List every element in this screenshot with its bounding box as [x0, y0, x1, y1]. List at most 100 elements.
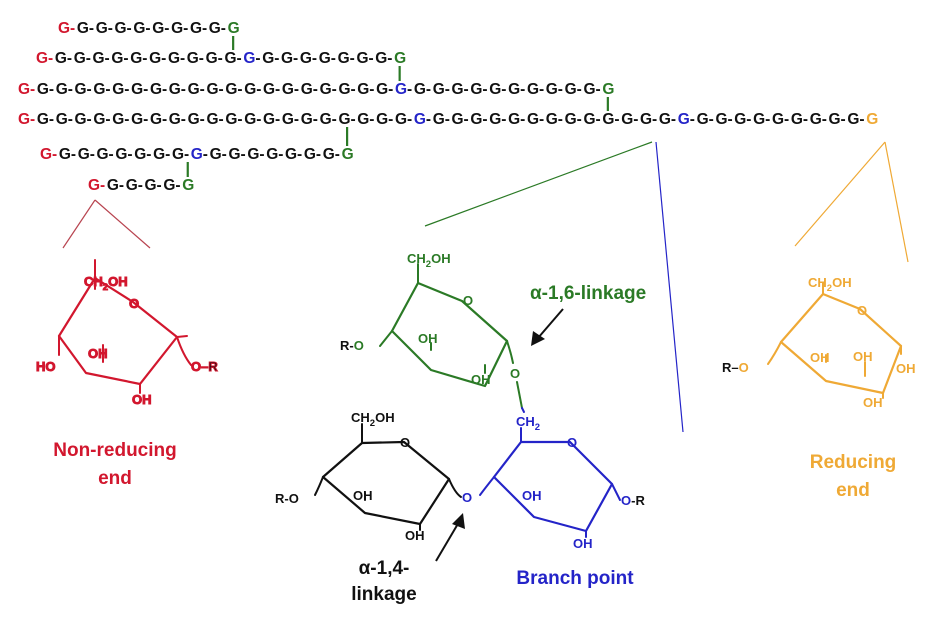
glycosidic-bond-dash: -: [52, 146, 57, 163]
glucose-unit: G: [452, 111, 464, 128]
glucose-unit: G: [187, 50, 199, 67]
glycosidic-bond-dash: -: [388, 111, 393, 128]
glycosidic-bond-dash: -: [100, 177, 105, 194]
glycosidic-bond-dash: -: [184, 146, 189, 163]
glycosidic-bond-dash: -: [388, 81, 393, 98]
glycosidic-bond-dash: -: [293, 50, 298, 67]
glucose-unit: G: [131, 111, 143, 128]
glycosidic-bond-dash: -: [275, 81, 280, 98]
non-reducing-glucose: CH2OH O HO OH OH O–R: [36, 259, 219, 408]
glycosidic-bond-dash: -: [200, 111, 205, 128]
glucose-unit: G: [74, 50, 86, 67]
glycosidic-bond-dash: -: [183, 20, 188, 37]
glycosidic-bond-dash: -: [143, 81, 148, 98]
glycosidic-bond-dash: -: [71, 146, 76, 163]
glucose-unit: G: [527, 111, 539, 128]
blue-oh-c2: OH: [573, 536, 593, 551]
glucose-unit: G: [452, 81, 464, 98]
glycosidic-bond-dash: -: [765, 111, 770, 128]
orange-oh-c2-upper: OH: [853, 349, 873, 364]
glucose-unit: G: [18, 111, 30, 128]
glucose-unit: G: [791, 111, 803, 128]
glucose-unit: G: [244, 81, 256, 98]
glycosidic-bond-dash: -: [275, 111, 280, 128]
glucose-unit: G: [55, 50, 67, 67]
glycosidic-bond-dash: -: [221, 20, 226, 37]
glycosidic-bond-dash: -: [294, 81, 299, 98]
glycosidic-bond-dash: -: [237, 81, 242, 98]
glucose-unit: G: [621, 111, 633, 128]
glucose-unit: G: [357, 81, 369, 98]
glucose-unit: G: [247, 146, 259, 163]
glycosidic-bond-dash: -: [407, 111, 412, 128]
glucose-unit: G: [508, 111, 520, 128]
glucose-unit: G: [112, 81, 124, 98]
glucose-unit: G: [414, 81, 426, 98]
connector-lines: [62, 141, 909, 433]
glycosidic-bond-dash: -: [841, 111, 846, 128]
glucose-unit: G: [470, 111, 482, 128]
glycosidic-bond-dash: -: [859, 111, 864, 128]
glucose-unit: G: [59, 146, 71, 163]
glycosidic-bond-dash: -: [219, 81, 224, 98]
glucose-unit: G: [163, 177, 175, 194]
connector-orange-left: [794, 141, 886, 247]
glucose-unit: G: [88, 177, 100, 194]
glycosidic-bond-dash: -: [312, 50, 317, 67]
glycosidic-bond-dash: -: [30, 111, 35, 128]
glucose-unit: G: [489, 111, 501, 128]
glycosidic-bond-dash: -: [138, 177, 143, 194]
non-reducing-label-line1: Non-reducing: [53, 440, 177, 461]
glucose-unit: G: [58, 20, 70, 37]
glycosidic-bond-dash: -: [162, 111, 167, 128]
glucose-unit: G: [470, 81, 482, 98]
glycosidic-bond-dash: -: [350, 50, 355, 67]
orange-oh-c1: OH: [896, 361, 916, 376]
glycosidic-bond-dash: -: [30, 81, 35, 98]
glucose-unit: G: [115, 146, 127, 163]
glycosidic-bond-dash: -: [165, 146, 170, 163]
glucose-unit: G: [300, 50, 312, 67]
branch-point-label: Branch point: [516, 568, 634, 589]
glycosidic-bond-dash: -: [89, 20, 94, 37]
glycosidic-bond-dash: -: [445, 111, 450, 128]
glycosidic-bond-dash: -: [68, 81, 73, 98]
glucose-unit: G: [111, 50, 123, 67]
chain-row-4: G-G-G-G-G-G-G-G-G-G-G-G-G-G-G-G-G-G-G-G-…: [18, 111, 878, 128]
glucose-unit: G: [206, 50, 218, 67]
red-o-r: O–R: [191, 359, 218, 374]
glucose-unit: G: [207, 111, 219, 128]
glycosidic-bond-dash: -: [297, 146, 302, 163]
glucose-unit: G: [96, 20, 108, 37]
glucose-unit: G: [546, 111, 558, 128]
glycosidic-bond-dash: -: [105, 50, 110, 67]
glucose-unit: G: [304, 146, 316, 163]
glycosidic-bond-dash: -: [237, 111, 242, 128]
glucose-unit: G: [356, 50, 368, 67]
glucose-unit: G: [433, 81, 445, 98]
glucose-unit: G: [829, 111, 841, 128]
glucose-unit: G: [338, 111, 350, 128]
glycosidic-bond-dash: -: [539, 81, 544, 98]
glycosidic-bond-dash: -: [181, 81, 186, 98]
glucose-unit: G: [375, 50, 387, 67]
glucose-unit: G: [357, 111, 369, 128]
chain-row-3: G-G-G-G-G-G-G-G-G-G-G-G-G-G-G-G-G-G-G-G-…: [18, 81, 614, 98]
glucose-unit: G: [281, 50, 293, 67]
glucose-unit: G: [168, 50, 180, 67]
glucose-unit: G: [209, 20, 221, 37]
glycosidic-bond-dash: -: [86, 50, 91, 67]
chain-row-2: G-G-G-G-G-G-G-G-G-G-G-G-G-G-G-G-G-G-G-G: [36, 50, 406, 67]
glycosidic-bond-dash: -: [426, 111, 431, 128]
black-ch2oh: CH2OH: [351, 410, 395, 429]
glycosidic-bond-dash: -: [335, 146, 340, 163]
glycosidic-bond-dash: -: [313, 81, 318, 98]
glucose-unit: G: [527, 81, 539, 98]
glycosidic-bond-dash: -: [109, 146, 114, 163]
glucose-unit: G: [285, 146, 297, 163]
glycosidic-bond-dash: -: [87, 81, 92, 98]
glucose-unit: G: [433, 111, 445, 128]
glycosidic-bond-dash: -: [255, 50, 260, 67]
connector-blue: [655, 141, 684, 433]
